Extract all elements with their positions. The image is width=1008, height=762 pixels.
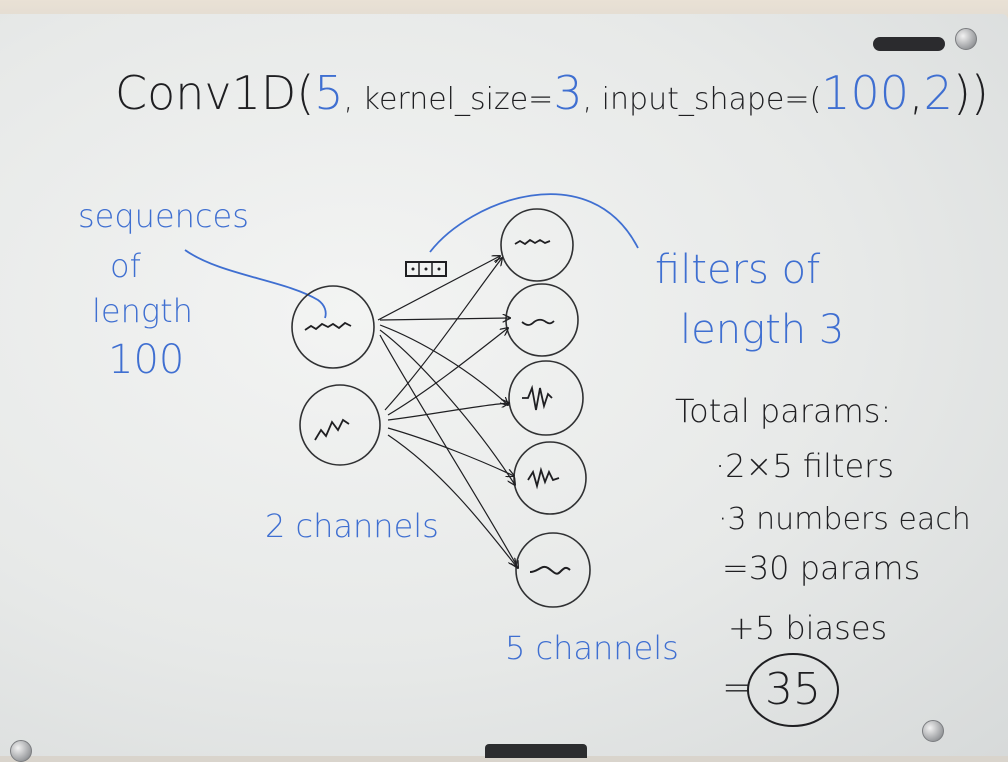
input-note-line-3: length (92, 292, 193, 330)
input-note-curve (184, 249, 327, 319)
result-circle (747, 653, 839, 727)
mount-bolt-bottom-right (922, 720, 944, 742)
input-node-1 (291, 285, 375, 369)
totals-line-filters: ·2×5 filters (715, 447, 894, 485)
input-note-line-4: 100 (108, 337, 185, 383)
heading-kernel-value: 3 (553, 66, 583, 120)
output-node-2 (505, 283, 579, 357)
heading-kernel-key: , kernel_size= (343, 82, 554, 117)
input-channels-label: 2 channels (265, 507, 439, 545)
heading-shape-key: , input_shape=( (582, 82, 822, 117)
output-node-4 (513, 441, 587, 515)
filter-note-line-1: filters of (655, 247, 821, 293)
totals-line-numbers: ·3 numbers each (718, 502, 971, 537)
input-note-line-2: of (110, 247, 141, 285)
heading-shape-sep: , (909, 66, 924, 120)
heading-shape-length: 100 (821, 66, 910, 120)
output-node-5 (515, 532, 591, 608)
heading-filters-value: 5 (314, 66, 344, 120)
totals-result: 35 (765, 664, 821, 715)
totals-title: Total params: (675, 392, 892, 430)
connections (377, 256, 518, 568)
output-node-3 (508, 360, 584, 436)
output-node-1 (500, 208, 574, 282)
totals-line-params: =30 params (722, 549, 921, 587)
heading-prefix: Conv1D( (115, 66, 315, 120)
magnet-cluster (873, 37, 945, 51)
marker-tray (485, 744, 587, 758)
mount-bolt-top-right (955, 28, 977, 50)
input-note-line-1: sequences (78, 197, 249, 235)
whiteboard-surface (0, 14, 1008, 756)
input-node-2 (299, 384, 381, 466)
filter-note-line-2: length 3 (680, 307, 845, 353)
filter-note-curve (429, 193, 639, 253)
heading-suffix: )) (952, 66, 989, 120)
output-channels-label: 5 channels (505, 629, 679, 667)
totals-line-biases: +5 biases (728, 609, 888, 647)
heading-shape-channels: 2 (923, 66, 953, 120)
heading: Conv1D(5, kernel_size=3, input_shape=(10… (115, 70, 989, 116)
kernel-icon (405, 261, 447, 277)
